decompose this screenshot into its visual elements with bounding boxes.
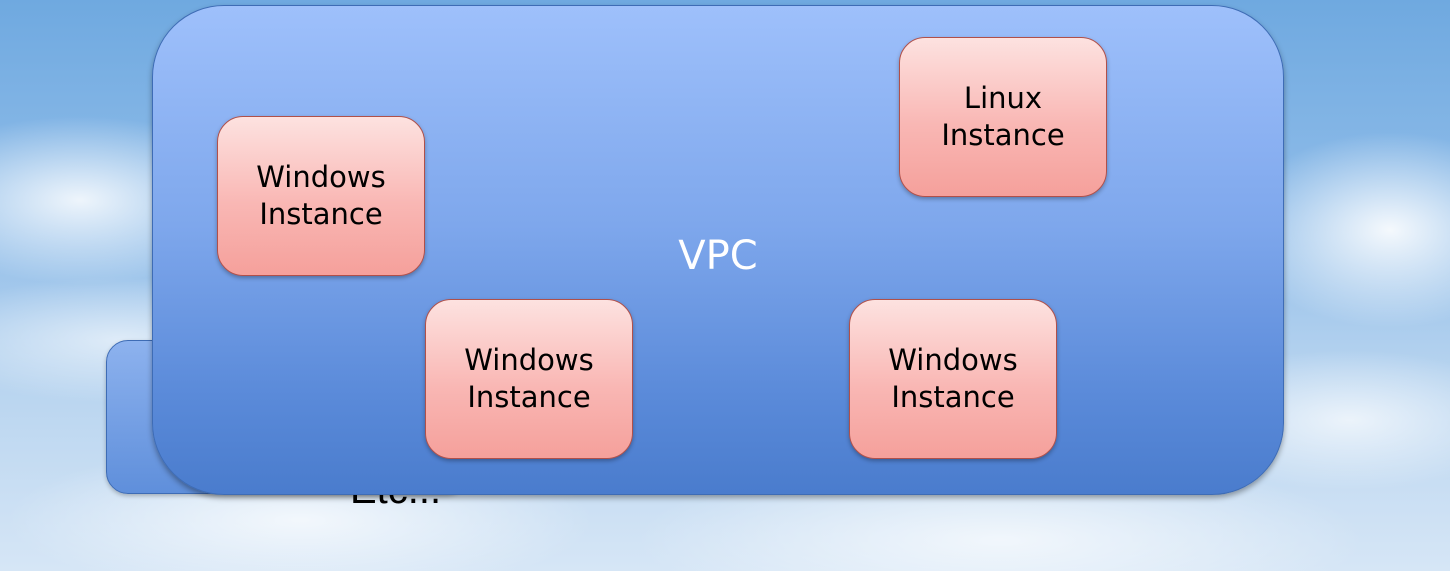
instance-label: Instance xyxy=(941,118,1065,152)
instance-os-label: Windows xyxy=(464,342,594,377)
windows-instance-box-2: Windows Instance xyxy=(425,299,633,459)
instance-label: Instance xyxy=(259,197,383,231)
vpc-label: VPC xyxy=(678,233,758,279)
windows-instance-box-1: Windows Instance xyxy=(217,116,425,276)
windows-instance-box-3: Windows Instance xyxy=(849,299,1057,459)
vpc-container: VPC Windows Instance Linux Instance Wind… xyxy=(152,5,1284,495)
instance-os-label: Windows xyxy=(888,342,1018,377)
instance-label: Instance xyxy=(467,380,591,414)
instance-os-label: Linux xyxy=(963,80,1043,115)
instance-label: Instance xyxy=(891,380,1015,414)
instance-os-label: Windows xyxy=(256,159,386,194)
linux-instance-box: Linux Instance xyxy=(899,37,1107,197)
